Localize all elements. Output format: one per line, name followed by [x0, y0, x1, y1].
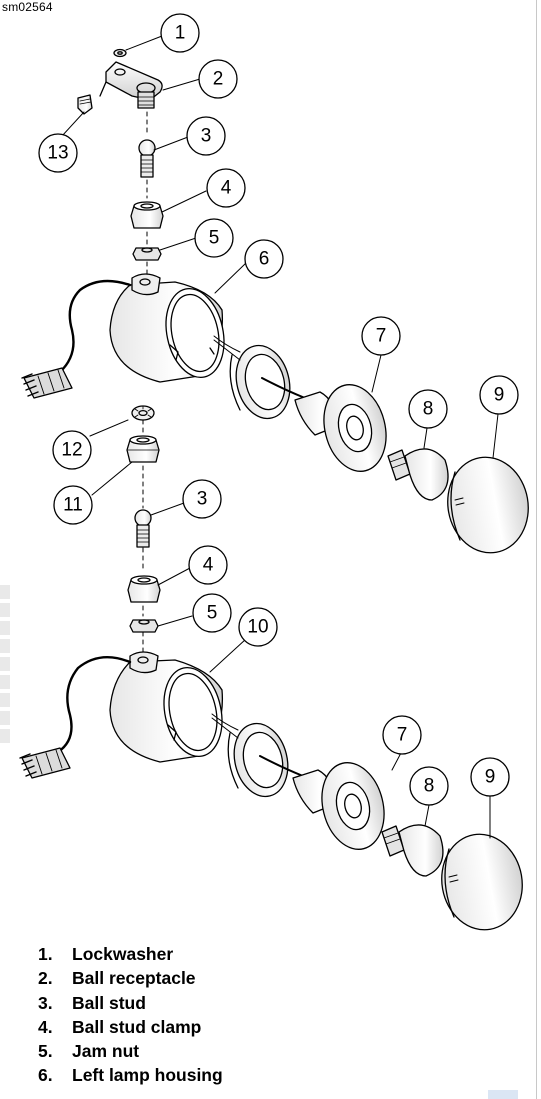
legend-num: 4. — [38, 1016, 53, 1037]
callout-5-upper: 5 — [209, 228, 220, 249]
bulb-part-upper — [387, 448, 449, 501]
socket-assembly-part-upper — [213, 335, 387, 472]
wire-connector-lower — [19, 656, 132, 779]
jam-nut-part-lower — [129, 619, 159, 633]
ball-stud-part-lower — [134, 509, 152, 548]
callout-4-lower: 4 — [203, 555, 214, 576]
legend-num: 2. — [38, 968, 53, 989]
callout-12: 12 — [61, 440, 82, 461]
callout-9-upper: 9 — [494, 385, 505, 406]
parts-legend: 1. Lockwasher 2. Ball receptacle 3. Ball st… — [38, 942, 223, 1088]
callout-8-lower: 8 — [424, 776, 435, 797]
callout-11: 11 — [63, 495, 83, 516]
jam-nut-part-upper — [132, 247, 162, 261]
legend-item: 4. Ball stud clamp — [38, 1015, 223, 1039]
callout-6: 6 — [259, 249, 270, 270]
legend-item: 3. Ball stud — [38, 991, 223, 1015]
page-corner-mark — [488, 1090, 518, 1099]
callout-1: 1 — [175, 23, 186, 44]
lens-part-lower — [441, 833, 523, 931]
legend-item: 5. Jam nut — [38, 1039, 223, 1063]
exploded-view-diagram: 1 2 13 3 4 5 6 7 8 9 12 11 3 4 5 10 7 8 … — [19, 13, 529, 931]
legend-num: 5. — [38, 1041, 53, 1062]
callout-2: 2 — [213, 69, 224, 90]
threaded-nut-part — [126, 435, 160, 463]
callout-5-lower: 5 — [207, 603, 218, 624]
callout-7-lower: 7 — [397, 725, 408, 746]
legend-label: Jam nut — [72, 1041, 140, 1062]
legend-num: 3. — [38, 992, 53, 1013]
lens-part-upper — [447, 456, 529, 554]
callout-3-upper: 3 — [201, 126, 212, 147]
callout-13: 13 — [47, 143, 68, 164]
wire-connector-upper — [21, 279, 132, 399]
legend-item: 1. Lockwasher — [38, 942, 223, 966]
socket-assembly-part-lower — [211, 713, 385, 850]
bulb-part-lower — [381, 824, 444, 877]
callout-7-upper: 7 — [376, 326, 387, 347]
callout-8-upper: 8 — [423, 399, 434, 420]
callout-4-upper: 4 — [221, 178, 232, 199]
legend-label: Ball stud clamp — [72, 1016, 202, 1037]
cap-nut-part — [77, 94, 93, 115]
ball-receptacle-part — [99, 61, 163, 109]
legend-label: Ball stud — [72, 992, 146, 1013]
callout-3-lower: 3 — [197, 489, 208, 510]
callout-10: 10 — [247, 617, 268, 638]
legend-label: Left lamp housing — [72, 1065, 223, 1086]
callout-9-lower: 9 — [485, 767, 496, 788]
legend-num: 6. — [38, 1065, 53, 1086]
left-lamp-housing-part — [109, 273, 225, 383]
right-lamp-housing-part — [109, 651, 224, 763]
figure-id: sm02564 — [2, 0, 53, 14]
legend-label: Ball receptacle — [72, 968, 196, 989]
legend-item: 2. Ball receptacle — [38, 966, 223, 990]
legend-num: 1. — [38, 944, 53, 964]
lockwasher-part — [113, 48, 127, 58]
page-edge-rule — [536, 0, 537, 1099]
callout-circles — [38, 13, 519, 806]
ball-stud-clamp-part-upper — [130, 201, 164, 229]
ball-stud-part-upper — [138, 139, 156, 178]
legend-item: 6. Left lamp housing — [38, 1063, 223, 1087]
scan-margin-marks — [0, 585, 10, 745]
star-lockwasher-part — [131, 405, 155, 421]
legend-label: Lockwasher — [72, 944, 174, 964]
ball-stud-clamp-part-lower — [127, 575, 161, 603]
